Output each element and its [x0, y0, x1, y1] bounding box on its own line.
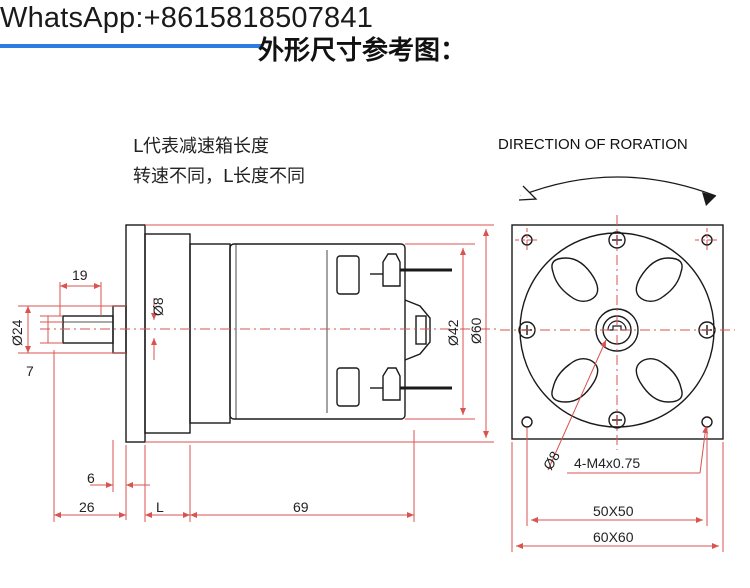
motor-can: [229, 243, 406, 420]
side-view: [62, 224, 452, 443]
dim-hole-pitch: 50X50: [593, 503, 634, 519]
gearbox-rear: [189, 243, 231, 424]
note-line-2: 转速不同，L长度不同: [133, 166, 306, 187]
dim-motor-dia: Ø42: [445, 319, 461, 346]
gearbox-body: [144, 233, 191, 434]
banner-underline: [0, 44, 262, 48]
dim-bore: Ø8: [150, 297, 166, 316]
cutout-bl: [551, 357, 599, 403]
dim-gearbox-length: L: [156, 499, 164, 515]
section-title: 外形尺寸参考图：: [258, 36, 467, 66]
cutout-tl: [551, 257, 599, 303]
dim-shaft-length: 19: [72, 267, 88, 283]
dim-flange-dia: Ø24: [9, 319, 25, 346]
rotation-arc: [519, 176, 717, 197]
note-line-1: L代表减速箱长度: [133, 136, 270, 157]
cutout-br: [635, 357, 683, 403]
cutout-tr: [635, 257, 683, 303]
whatsapp-contact: WhatsApp:+8615818507841: [0, 2, 374, 34]
dim-flat: 7: [26, 363, 34, 379]
dim-center-bore: Ø8: [540, 448, 563, 472]
gearbox-front-plate: [125, 224, 146, 443]
dim-body-size: Ø60: [468, 317, 484, 344]
direction-label: DIRECTION OF RORATION: [498, 136, 688, 153]
dim-collar: 6: [87, 470, 95, 486]
dim-motor-length: 69: [293, 499, 309, 515]
dim-outer-size: 60X60: [593, 529, 634, 545]
dim-front-length: 26: [79, 499, 95, 515]
rotation-arrowhead: [518, 185, 538, 201]
dim-mount-holes: 4-M4x0.75: [574, 455, 640, 471]
